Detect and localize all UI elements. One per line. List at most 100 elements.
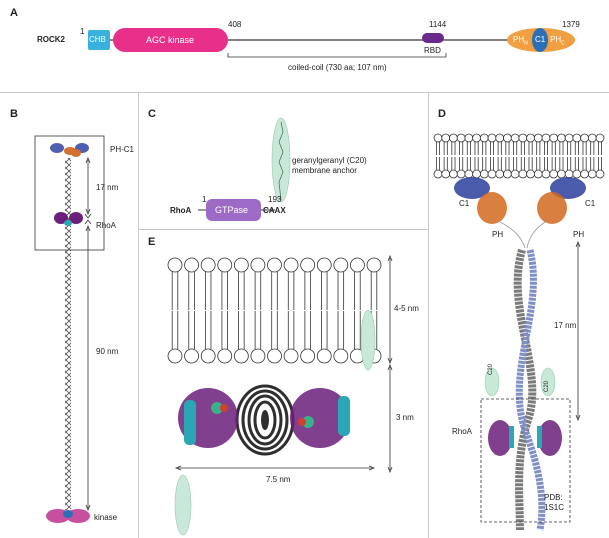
panel-e-label: E [148,236,156,248]
rhoa-right-d [537,420,562,456]
panel-b-label: B [10,108,18,120]
ph-n-label: PHN [513,36,528,47]
rhoa-pos-start: 1 [202,195,207,204]
c1-domain [532,28,548,52]
pos-cc-end: 1144 [429,20,447,29]
lipid-c20-left [484,367,500,397]
chb-label: CHB [89,35,106,44]
c20-right-label: C20 [544,380,550,392]
ph-c1-left-d [454,177,507,224]
lipid-head [495,133,505,143]
lipid-head [518,133,528,143]
lipid-head [503,133,512,143]
dim-17nm-b-label: 17 nm [96,183,119,192]
lipid-head [564,133,574,143]
lipid-head [333,257,349,273]
panel-c-label: C [148,108,156,120]
coiled-coil-gray-d [513,248,537,531]
lipid-head [441,133,451,143]
lipid-head [526,133,535,143]
protein-name-rock2: ROCK2 [37,35,66,44]
lipid-head [167,257,183,273]
rhoa-label-b: RhoA [96,221,117,230]
lipid-head [549,133,559,143]
lipid-head [283,348,299,364]
rhoa-left-d [488,420,514,456]
c1-label: C1 [535,35,546,44]
lipid-head [464,133,474,143]
lipid-head [549,169,559,179]
ph-c1-label: PH-C1 [110,145,135,154]
lipid-head [267,257,282,273]
rbd-domain [422,33,444,43]
dim-3nm-label: 3 nm [396,413,414,422]
gtpase-domain [206,199,261,221]
lipid-head [479,133,489,143]
c1-right-label: C1 [585,199,596,208]
rhoa-left-e [178,388,238,448]
dim-17nm-d-label: 17 nm [554,321,577,330]
gtpase-label: GTPase [215,205,249,215]
lipid-head [572,169,582,179]
panel-a-label: A [10,7,18,19]
rhoa-structure-b [54,212,83,226]
lipid-head [541,133,551,143]
membrane-e [167,254,393,536]
lipid-head [557,169,566,179]
lipid-anchor-c [271,117,291,203]
lipid-head [472,169,481,179]
kinase-label: AGC kinase [146,35,195,45]
lipid-head [557,133,566,143]
coiled-coil-bracket [227,53,447,58]
kinase-label-b: kinase [94,513,118,522]
lipid-label-1: geranylgeranyl (C20) [292,156,367,165]
lipid-head [518,169,528,179]
pos-end: 1379 [562,20,580,29]
ph-c-text: PH [550,35,562,44]
rhoa-right-e [290,388,350,448]
lipid-head [433,169,443,179]
ph-right-label: PH [573,230,585,239]
lipid-head [333,348,349,364]
pdb-box [480,398,571,523]
lipid-head [233,348,249,364]
lipid-head [300,348,316,364]
lipid-head [316,257,332,273]
ph-c-sub: C [561,40,565,47]
lipid-head [449,133,458,143]
rhoa-label-c: RhoA [170,206,192,215]
ph-n-sub: N [524,40,528,47]
lipid-head [510,169,520,179]
domain-map [88,28,575,58]
lipid-head [595,169,605,179]
lipid-head [250,348,266,364]
lipid-head [479,169,489,179]
panel-d-label: D [438,108,446,120]
lipid-head [472,133,481,143]
lipid-head [316,348,332,364]
lipid-head [510,133,520,143]
lipid-head [541,169,551,179]
pos-kinase-end: 408 [228,20,242,29]
divider-a [0,92,609,93]
lipid-head [200,348,216,364]
kinase-domain [113,28,228,52]
lipid-head [456,169,466,179]
lipid-label-2: membrane anchor [292,166,357,175]
lipid-head [250,257,266,273]
lipid-head [366,257,382,273]
lipid-head [456,133,466,143]
chb-domain [88,30,110,50]
lipid-head [350,257,365,273]
lipid-head [533,133,543,143]
ph-c1-structure [50,143,89,157]
lipid-head [217,348,233,364]
lipid-anchor-e-right [360,309,376,371]
divider-d [428,93,429,538]
dim-45nm-label: 4-5 nm [394,304,419,313]
coiled-coil-label: coiled-coil (730 aa; 107 nm) [288,63,387,72]
pdb-label-1: PDB: [544,493,563,502]
ph-n-text: PH [513,35,525,44]
dim-75nm-label: 7.5 nm [266,475,291,484]
